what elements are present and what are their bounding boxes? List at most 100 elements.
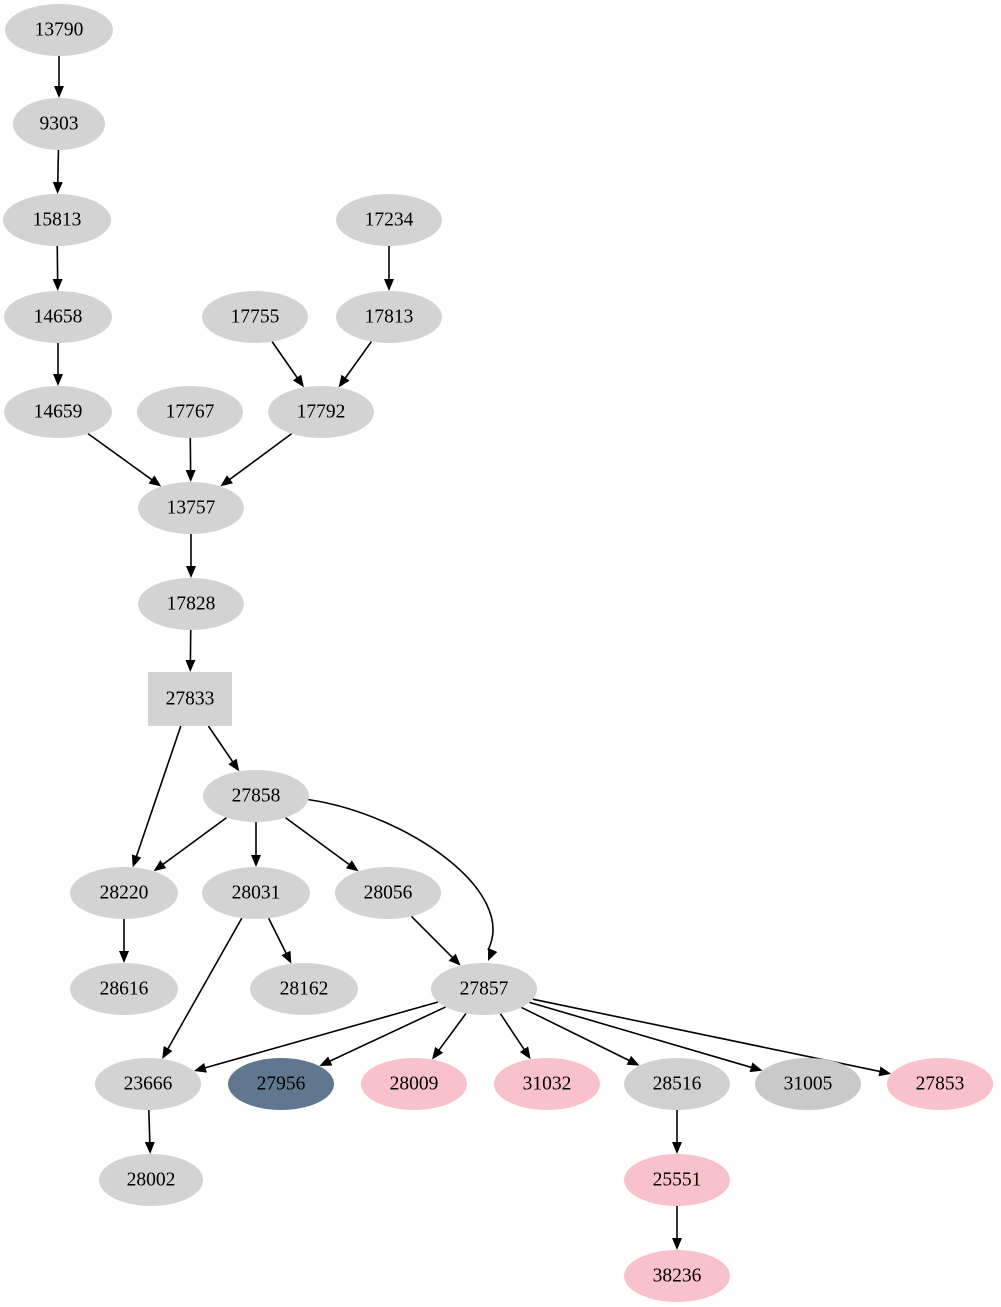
graph-edge <box>153 816 228 872</box>
node-ellipse[interactable] <box>624 1250 730 1302</box>
node-ellipse[interactable] <box>4 386 112 438</box>
graph-edge <box>521 1006 640 1066</box>
edge-arrowhead <box>488 948 498 961</box>
edge-arrowhead <box>228 758 240 772</box>
graph-node-13757[interactable]: 13757 <box>138 482 244 534</box>
graph-node-17767[interactable]: 17767 <box>137 386 243 438</box>
node-ellipse[interactable] <box>5 4 113 56</box>
edge-line <box>437 1012 467 1052</box>
graph-node-31005[interactable]: 31005 <box>755 1058 861 1110</box>
graph-edge <box>193 1001 439 1073</box>
edge-arrowhead <box>281 950 292 964</box>
graph-node-28616[interactable]: 28616 <box>70 963 178 1015</box>
edge-arrowhead <box>148 475 162 487</box>
node-ellipse[interactable] <box>494 1058 600 1110</box>
node-ellipse[interactable] <box>336 194 442 246</box>
node-ellipse[interactable] <box>361 1058 467 1110</box>
edge-arrowhead <box>52 181 63 195</box>
node-ellipse[interactable] <box>3 194 111 246</box>
graph-node-14658[interactable]: 14658 <box>4 291 112 343</box>
graph-edge <box>162 917 243 1059</box>
edge-arrowhead <box>749 1062 763 1073</box>
graph-edge <box>284 816 359 872</box>
edge-arrowhead <box>448 953 461 966</box>
graph-node-17234[interactable]: 17234 <box>336 194 442 246</box>
graph-node-13790[interactable]: 13790 <box>5 4 113 56</box>
node-ellipse[interactable] <box>887 1058 993 1110</box>
graph-node-27833[interactable]: 27833 <box>148 672 232 726</box>
graph-node-27857[interactable]: 27857 <box>431 963 537 1015</box>
edge-arrowhead <box>186 566 196 578</box>
graph-node-27956[interactable]: 27956 <box>228 1058 334 1110</box>
node-ellipse[interactable] <box>335 867 441 919</box>
node-ellipse[interactable] <box>70 867 178 919</box>
graph-edge <box>672 1206 682 1250</box>
node-ellipse[interactable] <box>624 1058 730 1110</box>
edge-arrowhead <box>251 855 261 867</box>
graph-edge <box>87 432 162 487</box>
edge-line <box>267 917 288 955</box>
edge-arrowhead <box>338 374 350 388</box>
node-ellipse[interactable] <box>138 482 244 534</box>
graph-node-15813[interactable]: 15813 <box>3 194 111 246</box>
graph-node-38236[interactable]: 38236 <box>624 1250 730 1302</box>
graph-node-27858[interactable]: 27858 <box>203 770 309 822</box>
node-ellipse[interactable] <box>624 1154 730 1206</box>
graph-node-28162[interactable]: 28162 <box>250 963 358 1015</box>
graph-node-17792[interactable]: 17792 <box>268 386 374 438</box>
graph-edge <box>338 341 373 388</box>
edge-arrowhead <box>878 1066 892 1077</box>
node-ellipse[interactable] <box>137 386 243 438</box>
graph-node-28220[interactable]: 28220 <box>70 867 178 919</box>
graph-edge <box>384 246 394 291</box>
edge-arrowhead <box>185 469 196 483</box>
graph-node-28009[interactable]: 28009 <box>361 1058 467 1110</box>
graph-node-27853[interactable]: 27853 <box>887 1058 993 1110</box>
node-ellipse[interactable] <box>138 578 244 630</box>
graph-node-31032[interactable]: 31032 <box>494 1058 600 1110</box>
graph-edge <box>432 1012 467 1060</box>
node-ellipse[interactable] <box>4 291 112 343</box>
node-ellipse[interactable] <box>268 386 374 438</box>
node-ellipse[interactable] <box>95 1058 201 1110</box>
graph-edge <box>220 433 293 487</box>
node-ellipse[interactable] <box>202 867 310 919</box>
node-ellipse[interactable] <box>13 98 105 150</box>
graph-node-14659[interactable]: 14659 <box>4 386 112 438</box>
edge-arrowhead <box>519 1046 531 1060</box>
node-rect[interactable] <box>148 672 232 726</box>
graph-node-28056[interactable]: 28056 <box>335 867 441 919</box>
graph-node-17755[interactable]: 17755 <box>202 291 308 343</box>
graph-edge <box>185 437 196 483</box>
node-ellipse[interactable] <box>336 291 442 343</box>
edge-arrowhead <box>384 279 394 291</box>
graph-node-17813[interactable]: 17813 <box>336 291 442 343</box>
graph-node-25551[interactable]: 25551 <box>624 1154 730 1206</box>
graph-edge <box>186 534 196 578</box>
edge-arrowhead <box>292 374 304 388</box>
graph-edge <box>410 915 461 966</box>
graph-node-28516[interactable]: 28516 <box>624 1058 730 1110</box>
node-ellipse[interactable] <box>202 291 308 343</box>
node-ellipse[interactable] <box>250 963 358 1015</box>
node-ellipse[interactable] <box>431 963 537 1015</box>
edge-line <box>328 1006 446 1063</box>
graph-edge <box>529 1001 763 1073</box>
edge-line <box>529 1001 753 1069</box>
graph-edge <box>54 56 64 98</box>
graph-edge <box>52 149 63 195</box>
edge-line <box>56 149 60 184</box>
node-ellipse[interactable] <box>203 770 309 822</box>
graph-node-28002[interactable]: 28002 <box>99 1154 203 1206</box>
edge-arrowhead <box>52 278 63 292</box>
node-ellipse[interactable] <box>755 1058 861 1110</box>
graph-node-17828[interactable]: 17828 <box>138 578 244 630</box>
graph-node-9303[interactable]: 9303 <box>13 98 105 150</box>
node-ellipse[interactable] <box>228 1058 334 1110</box>
node-ellipse[interactable] <box>99 1154 203 1206</box>
graph-node-28031[interactable]: 28031 <box>202 867 310 919</box>
graph-node-23666[interactable]: 23666 <box>95 1058 201 1110</box>
node-ellipse[interactable] <box>70 963 178 1015</box>
edge-arrowhead <box>162 1046 173 1059</box>
